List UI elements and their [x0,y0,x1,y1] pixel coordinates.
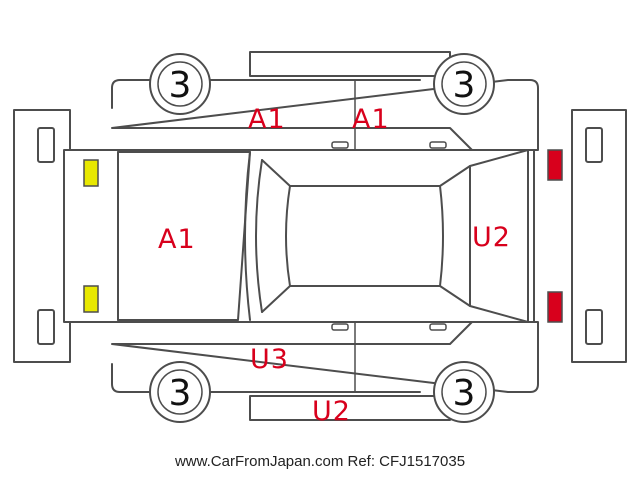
rear-right-lamp [547,291,563,323]
wheel-front-top: 3 [149,53,211,115]
code-side-sill-bottom: U2 [312,396,351,427]
wheel-rear-bottom: 3 [433,361,495,423]
wheel-rear-top-label: 3 [453,65,476,106]
code-rear-window: U2 [472,222,511,253]
wheel-rear-bottom-label: 3 [453,373,476,414]
top-view-body [63,149,535,323]
wheel-front-bottom: 3 [149,361,211,423]
wheel-front-bottom-label: 3 [169,373,192,414]
code-front-door-top: A1 [248,104,286,135]
code-front-door-bottom: U3 [250,344,289,375]
front-right-lamp [83,285,99,313]
rear-bumper [571,109,627,363]
wheel-front-top-label: 3 [169,65,192,106]
wheel-rear-top: 3 [433,53,495,115]
code-hood: A1 [158,224,196,255]
rear-left-lamp [547,149,563,181]
footer-reference: www.CarFromJapan.com Ref: CFJ1517035 [174,453,465,470]
front-left-lamp [83,159,99,187]
top-side-view [111,51,539,152]
front-bumper [13,109,71,363]
code-rear-door-top: A1 [352,104,390,135]
